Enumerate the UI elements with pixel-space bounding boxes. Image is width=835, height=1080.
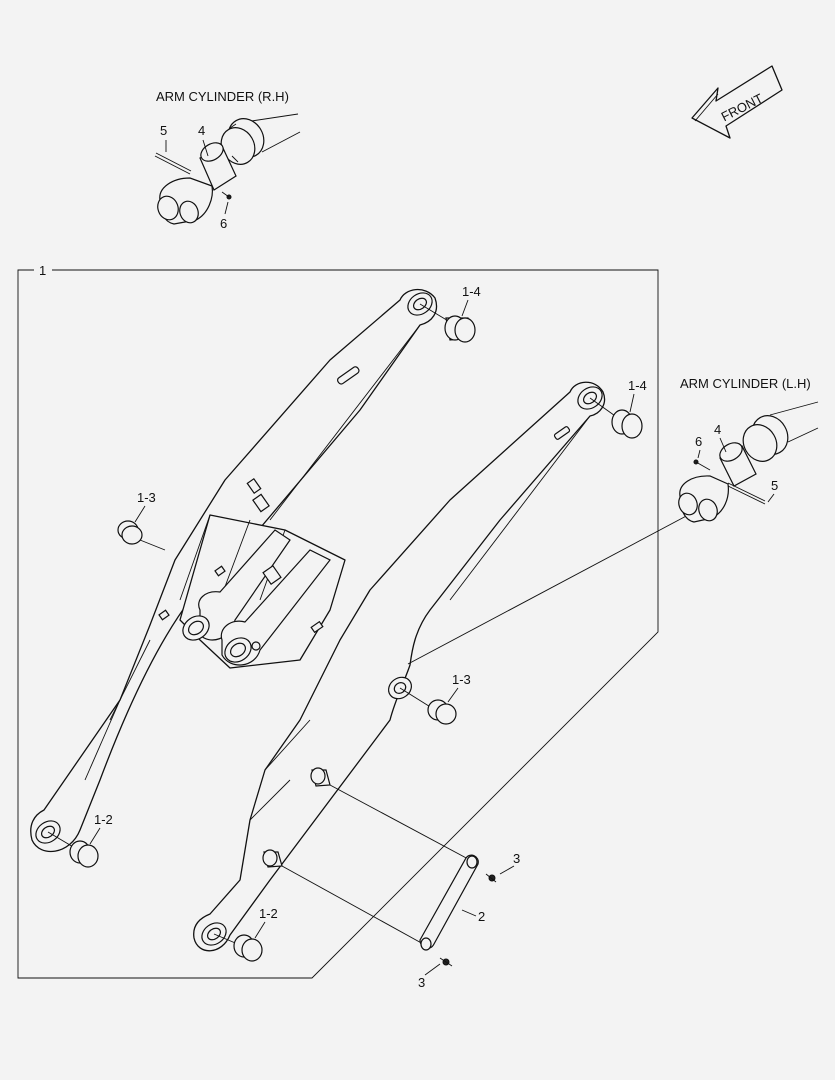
bushing-top-right: 1-4 <box>589 378 647 439</box>
link-assembly: 2 3 3 <box>262 767 520 990</box>
callout-lh-pin: 5 <box>771 478 778 493</box>
arm-cylinder-rh-detail: ARM CYLINDER (R.H) 5 4 6 <box>154 89 301 231</box>
assembly-border: 1 <box>17 263 659 979</box>
callout-rh-pin: 5 <box>160 123 167 138</box>
callout-rh-fitting: 6 <box>220 216 227 231</box>
callout-fitting-upper: 3 <box>513 851 520 866</box>
right-arm <box>193 381 606 952</box>
bushing-mid-left: 1-3 <box>117 490 166 551</box>
left-arm <box>30 288 438 853</box>
front-arrow-icon: FRONT <box>691 65 783 139</box>
callout-rh-bushing: 4 <box>198 123 205 138</box>
bushing-top-left: 1-4 <box>419 284 481 343</box>
callout-assembly: 1 <box>39 263 46 278</box>
callout-bushing-mid-left: 1-3 <box>137 490 156 505</box>
bushing-rear-right: 1-2 <box>213 906 278 962</box>
bushing-mid-right: 1-3 <box>399 672 471 725</box>
arm-cylinder-lh-detail: ARM CYLINDER (L.H) 6 4 5 <box>407 376 819 665</box>
callout-bushing-rear-right: 1-2 <box>259 906 278 921</box>
callout-bushing-rear-left: 1-2 <box>94 812 113 827</box>
callout-bushing-top-left: 1-4 <box>462 284 481 299</box>
callout-lh-bushing: 4 <box>714 422 721 437</box>
callout-lh-fitting: 6 <box>695 434 702 449</box>
bushing-rear-left: 1-2 <box>47 812 113 868</box>
callout-bushing-mid-right: 1-3 <box>452 672 471 687</box>
callout-fitting-lower: 3 <box>418 975 425 990</box>
arm-cylinder-rh-title: ARM CYLINDER (R.H) <box>156 89 289 104</box>
callout-link: 2 <box>478 909 485 924</box>
callout-bushing-top-right: 1-4 <box>628 378 647 393</box>
arm-cylinder-lh-title: ARM CYLINDER (L.H) <box>680 376 811 391</box>
cross-member <box>179 514 346 669</box>
